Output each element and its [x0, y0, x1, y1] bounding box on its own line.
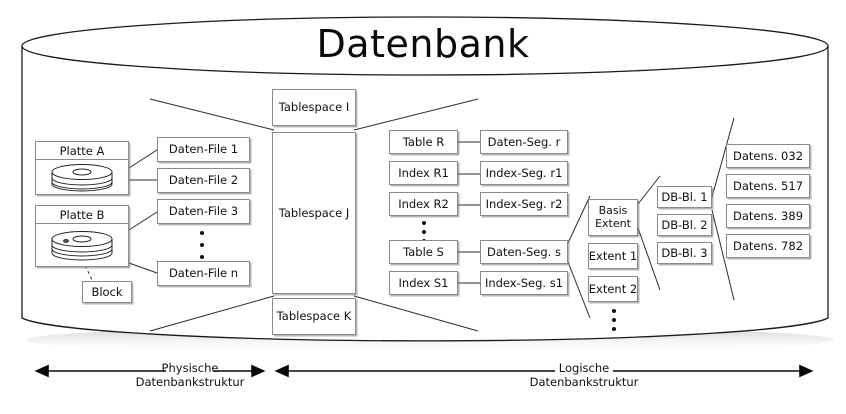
record-517[interactable]: Datens. 517: [726, 174, 810, 198]
segment-daten-r[interactable]: Daten-Seg. r: [480, 130, 568, 154]
record-782[interactable]: Datens. 782: [726, 234, 810, 258]
db-block-2[interactable]: DB-Bl. 2: [657, 214, 712, 236]
extent-basis-line2: Extent: [595, 216, 631, 230]
logical-axis-label: Logische Datenbankstruktur: [494, 361, 674, 390]
object-table-s[interactable]: Table S: [389, 240, 458, 264]
data-file-2[interactable]: Daten-File 2: [157, 168, 250, 193]
tablespace-k[interactable]: Tablespace K: [272, 298, 356, 335]
disk-stack-icon: [51, 163, 113, 191]
disk-stack-icon: [51, 230, 113, 260]
extent-ellipsis: [611, 309, 616, 331]
logical-axis-line1: Logische: [558, 361, 610, 375]
extent-basis-line1: Basis: [598, 204, 628, 218]
extent-basis[interactable]: Basis Extent: [588, 199, 638, 236]
physical-axis-line1: Physische: [161, 361, 219, 375]
segment-index-s1[interactable]: Index-Seg. s1: [480, 271, 568, 295]
record-032[interactable]: Datens. 032: [726, 144, 810, 168]
disk-platte-b-label: Platte B: [36, 206, 128, 224]
logical-axis-line2: Datenbankstruktur: [529, 375, 639, 390]
object-index-r2[interactable]: Index R2: [389, 192, 458, 216]
db-block-1[interactable]: DB-Bl. 1: [657, 186, 712, 208]
db-block-3[interactable]: DB-Bl. 3: [657, 242, 712, 264]
physical-axis-label: Physische Datenbankstruktur: [100, 361, 280, 390]
data-file-3[interactable]: Daten-File 3: [157, 199, 250, 224]
disk-platte-b[interactable]: Platte B: [35, 205, 129, 267]
object-index-s1[interactable]: Index S1: [389, 271, 458, 295]
data-file-n[interactable]: Daten-File n: [157, 261, 250, 286]
tablespace-j[interactable]: Tablespace J: [272, 132, 356, 294]
disk-platte-a-body: [36, 160, 128, 195]
tablespace-i[interactable]: Tablespace I: [272, 89, 356, 126]
extent-2[interactable]: Extent 2: [588, 276, 638, 302]
extent-1[interactable]: Extent 1: [588, 243, 638, 269]
cylinder-top: [21, 16, 829, 76]
data-file-ellipsis: [199, 231, 204, 259]
object-table-r[interactable]: Table R: [389, 130, 458, 154]
data-file-1[interactable]: Daten-File 1: [157, 137, 250, 162]
object-index-r1[interactable]: Index R1: [389, 161, 458, 185]
page-title: Datenbank: [316, 22, 530, 66]
disk-platte-a[interactable]: Platte A: [35, 141, 129, 195]
block-box[interactable]: Block: [82, 281, 132, 303]
physical-axis-line2: Datenbankstruktur: [135, 375, 245, 390]
segment-index-r2[interactable]: Index-Seg. r2: [480, 192, 568, 216]
disk-platte-b-body: [36, 224, 128, 267]
record-389[interactable]: Datens. 389: [726, 204, 810, 228]
segment-index-r1[interactable]: Index-Seg. r1: [480, 161, 568, 185]
segment-daten-s[interactable]: Daten-Seg. s: [480, 240, 568, 264]
scope-arrows: [34, 364, 814, 378]
disk-platte-a-label: Platte A: [36, 142, 128, 160]
